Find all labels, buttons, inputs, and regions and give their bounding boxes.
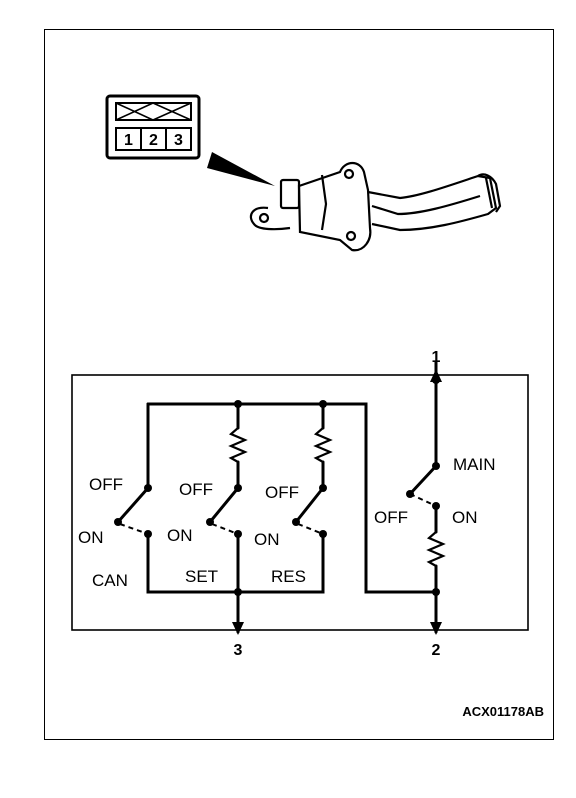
res-on-label: ON (254, 530, 280, 549)
terminal-3-label: 3 (234, 642, 243, 659)
can-on-label: ON (78, 528, 104, 547)
terminal-1-label: 1 (432, 349, 441, 366)
can-off-label: OFF (89, 475, 123, 494)
dashed-links (119, 493, 437, 535)
set-off-label: OFF (179, 480, 213, 499)
pointer-arrow (207, 152, 275, 186)
connector-pin-3: 3 (174, 132, 183, 149)
connector-pin-1: 1 (124, 132, 133, 149)
res-off-label: OFF (265, 483, 299, 502)
main-switch-label: MAIN (453, 455, 496, 474)
main-on-label: ON (452, 508, 478, 527)
terminal-arrows (232, 369, 442, 635)
circuit-box (71, 374, 529, 631)
set-switch-label: SET (185, 567, 218, 586)
figure-frame (44, 29, 554, 740)
connector-face: 1 2 3 (105, 94, 201, 160)
connector-pin-2: 2 (149, 132, 158, 149)
switch-lever-illustration (249, 161, 502, 252)
res-switch-label: RES (271, 567, 306, 586)
figure-code: ACX01178AB (462, 704, 544, 719)
can-switch-label: CAN (92, 571, 128, 590)
contact-points (114, 376, 440, 596)
switch-blades (116, 464, 438, 524)
set-on-label: ON (167, 526, 193, 545)
terminal-2-label: 2 (432, 642, 441, 659)
main-off-label: OFF (374, 508, 408, 527)
